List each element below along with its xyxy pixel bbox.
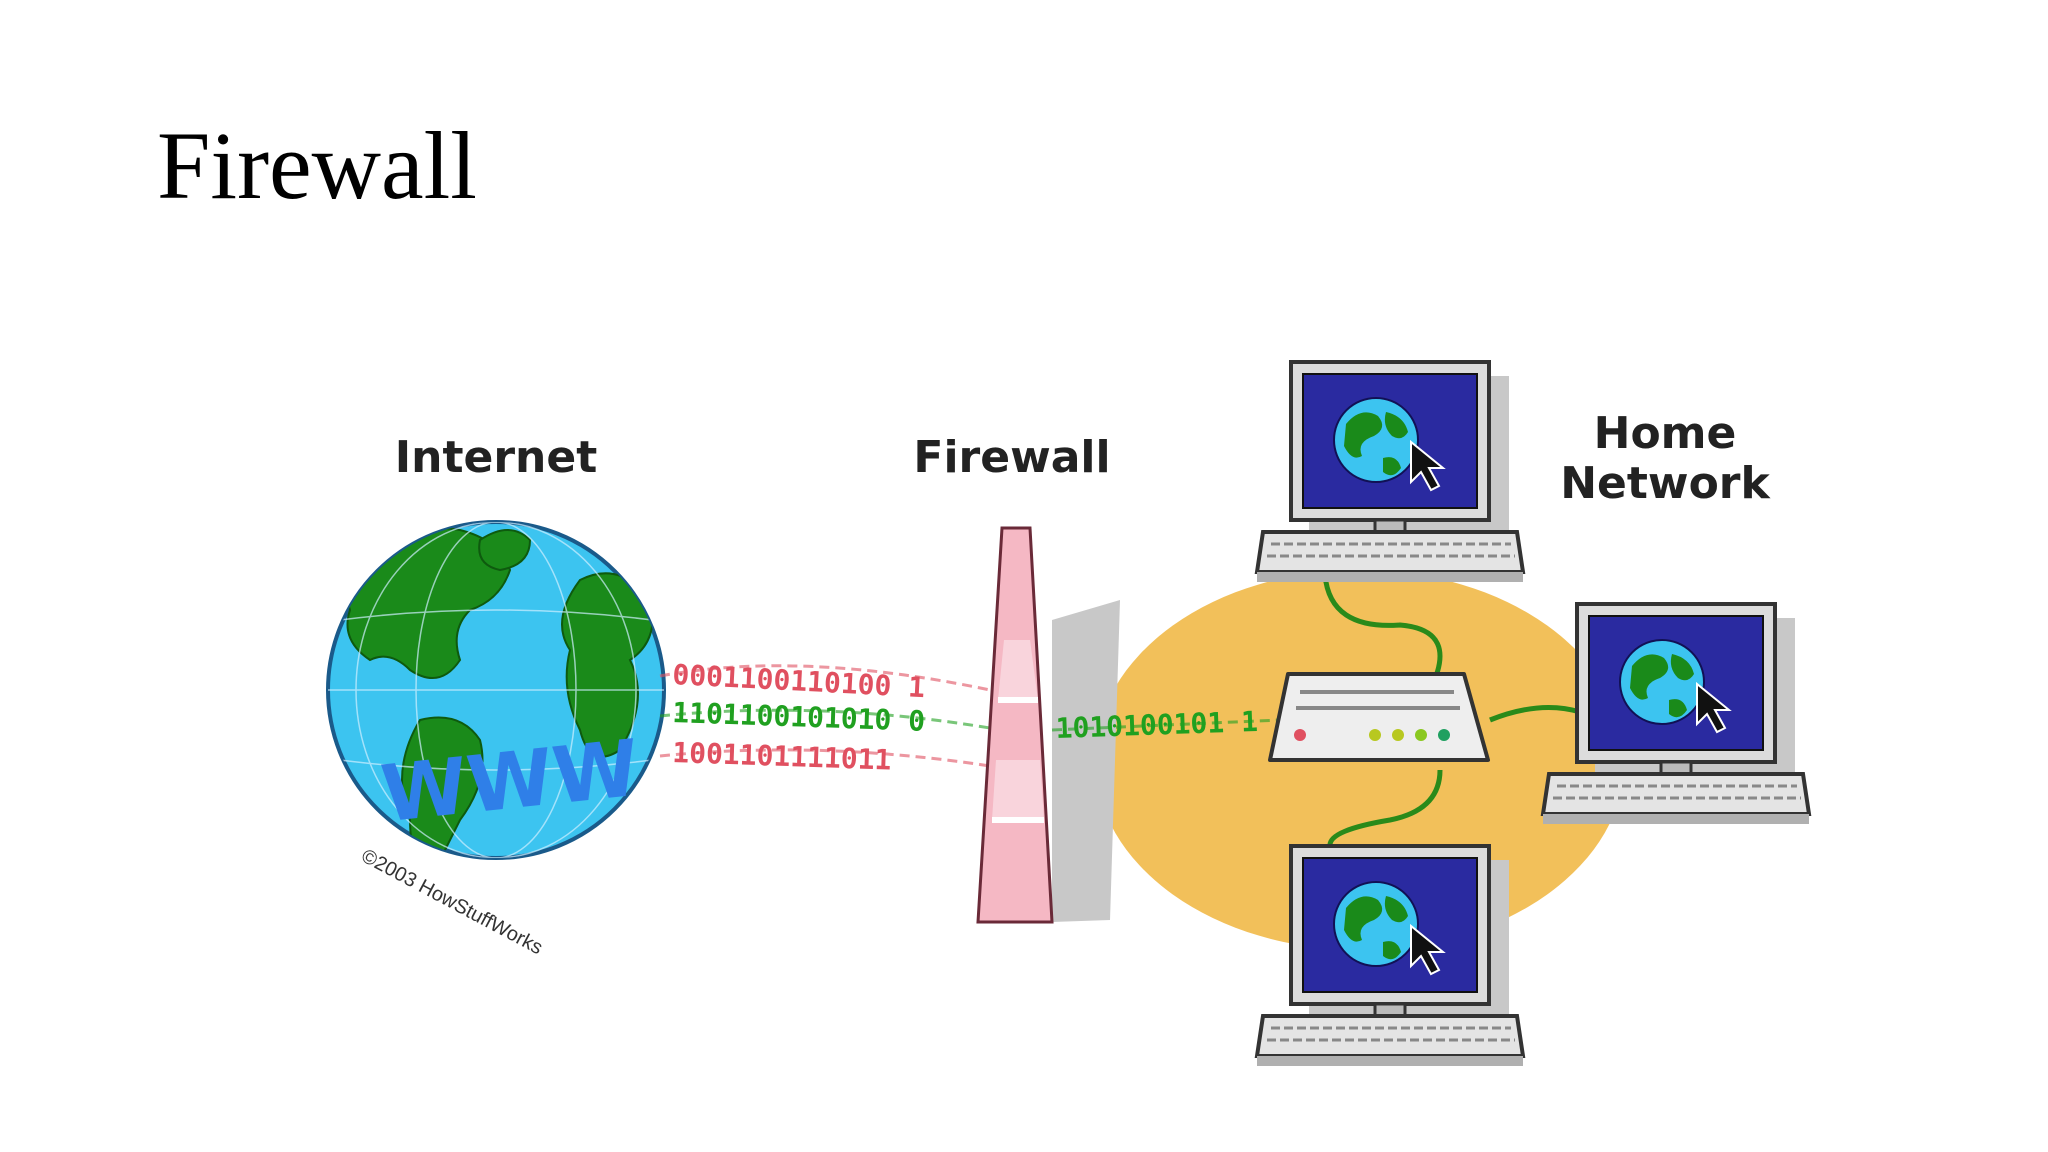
computer-icon-bottom <box>1255 844 1525 1068</box>
computer-icon-right <box>1541 602 1811 826</box>
copyright-credit: ©2003 HowStuffWorks <box>358 845 547 959</box>
home-network-label-line1: Home <box>1594 408 1737 459</box>
globe-icon: WWW <box>326 520 666 860</box>
svg-text:1010100101 1: 1010100101 1 <box>1055 705 1258 745</box>
router-icon <box>1268 672 1490 762</box>
internet-label: Internet <box>395 432 597 483</box>
slide-title: Firewall <box>157 112 477 219</box>
network-cables <box>1322 574 1581 846</box>
data-stream-red-bottom: 1001101111011 <box>659 736 991 777</box>
data-stream-green-middle: 1101100101010 0 <box>659 696 991 738</box>
data-stream-allowed: 1010100101 1 <box>1051 705 1281 745</box>
svg-text:1001101111011: 1001101111011 <box>672 736 892 777</box>
computer-icon-top <box>1255 360 1525 584</box>
firewall-tower <box>976 526 1120 924</box>
home-network-label-line2: Network <box>1560 458 1771 509</box>
firewall-label: Firewall <box>913 432 1110 483</box>
